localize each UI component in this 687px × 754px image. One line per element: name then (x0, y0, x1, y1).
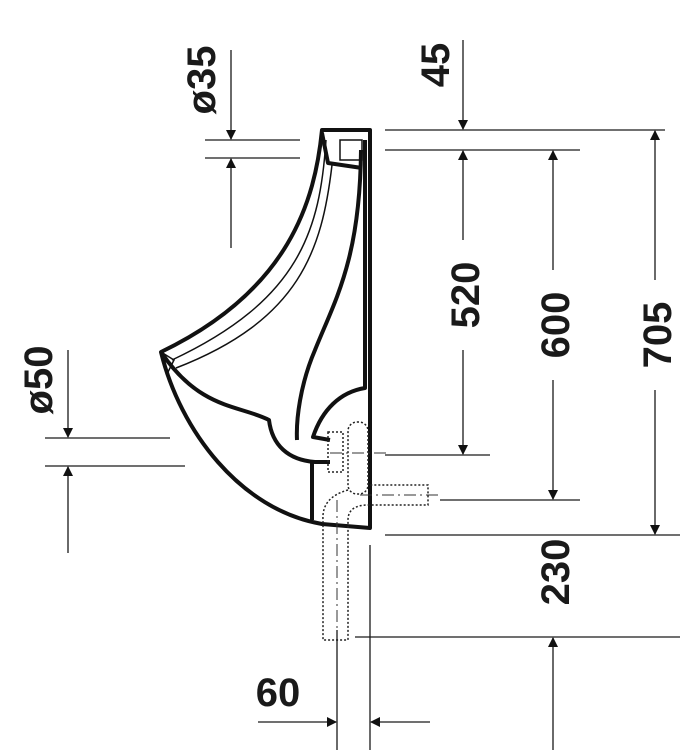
dimension-lines (45, 40, 680, 750)
urinal-body (159, 128, 372, 530)
hidden-pipework (322, 421, 440, 650)
dim-outlet-connection: 600 (534, 292, 578, 359)
dim-outlet-height: 520 (444, 262, 488, 329)
dim-bottom-to-pipe: 230 (534, 539, 578, 606)
dim-top-offset: 45 (414, 43, 458, 88)
dim-inlet-diameter: ø35 (180, 46, 224, 115)
dim-pipe-offset: 60 (256, 671, 301, 715)
dim-outlet-diameter: ø50 (17, 346, 61, 415)
dim-total-height: 705 (636, 302, 680, 369)
